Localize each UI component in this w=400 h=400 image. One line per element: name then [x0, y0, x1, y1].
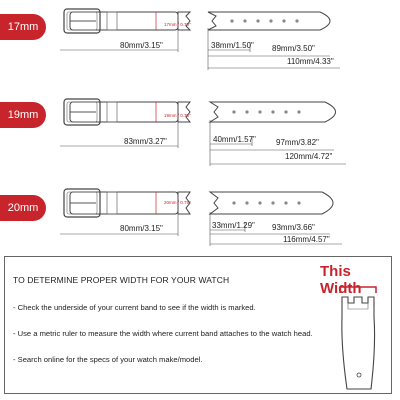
- size-badge: 20mm: [0, 195, 46, 221]
- strap-row-20mm: 20mm 20mm / 0.79" 80mm/3.15" 33mm/1.29" …: [0, 182, 400, 262]
- guide-title: TO DETERMINE PROPER WIDTH FOR YOUR WATCH: [13, 275, 230, 285]
- buckle-side-length: 80mm/3.15": [120, 41, 163, 50]
- tail-length: 97mm/3.82": [276, 138, 319, 147]
- total-length: 110mm/4.33": [287, 57, 334, 66]
- guide-step: - Search online for the specs of your wa…: [13, 355, 203, 364]
- buckle-side-length: 80mm/3.15": [120, 224, 163, 233]
- tail-length: 89mm/3.50": [272, 44, 315, 53]
- strap-end-illustration: [339, 286, 377, 390]
- width-tag: 20mm / 0.79": [164, 200, 191, 205]
- strap-diagram: [60, 8, 340, 70]
- size-badge: 19mm: [0, 102, 46, 128]
- total-length: 116mm/4.57": [283, 235, 330, 244]
- this-width-callout: This Width: [320, 263, 362, 297]
- width-guide-box: TO DETERMINE PROPER WIDTH FOR YOUR WATCH…: [4, 256, 392, 394]
- lug-length: 33mm/1.29": [212, 221, 255, 230]
- tail-length: 93mm/3.66": [272, 223, 315, 232]
- lug-length: 38mm/1.50": [211, 41, 254, 50]
- strap-row-19mm: 19mm 19mm / 0.75" 83mm/3.27" 40mm/1.57" …: [0, 90, 400, 170]
- total-length: 120mm/4.72": [285, 152, 333, 161]
- width-tag: 19mm / 0.75": [164, 113, 191, 118]
- strap-row-17mm: 17mm 17mm / 0.70" 80mm/3.15" 38mm/1.50" …: [0, 0, 400, 80]
- size-badge: 17mm: [0, 14, 46, 40]
- strap-diagram: [60, 98, 346, 166]
- guide-step: - Check the underside of your current ba…: [13, 303, 256, 312]
- buckle-side-length: 83mm/3.27": [124, 137, 167, 146]
- strap-diagram: [60, 188, 342, 246]
- guide-step: - Use a metric ruler to measure the widt…: [13, 329, 313, 338]
- lug-length: 40mm/1.57": [213, 135, 256, 144]
- width-tag: 17mm / 0.70": [164, 22, 191, 27]
